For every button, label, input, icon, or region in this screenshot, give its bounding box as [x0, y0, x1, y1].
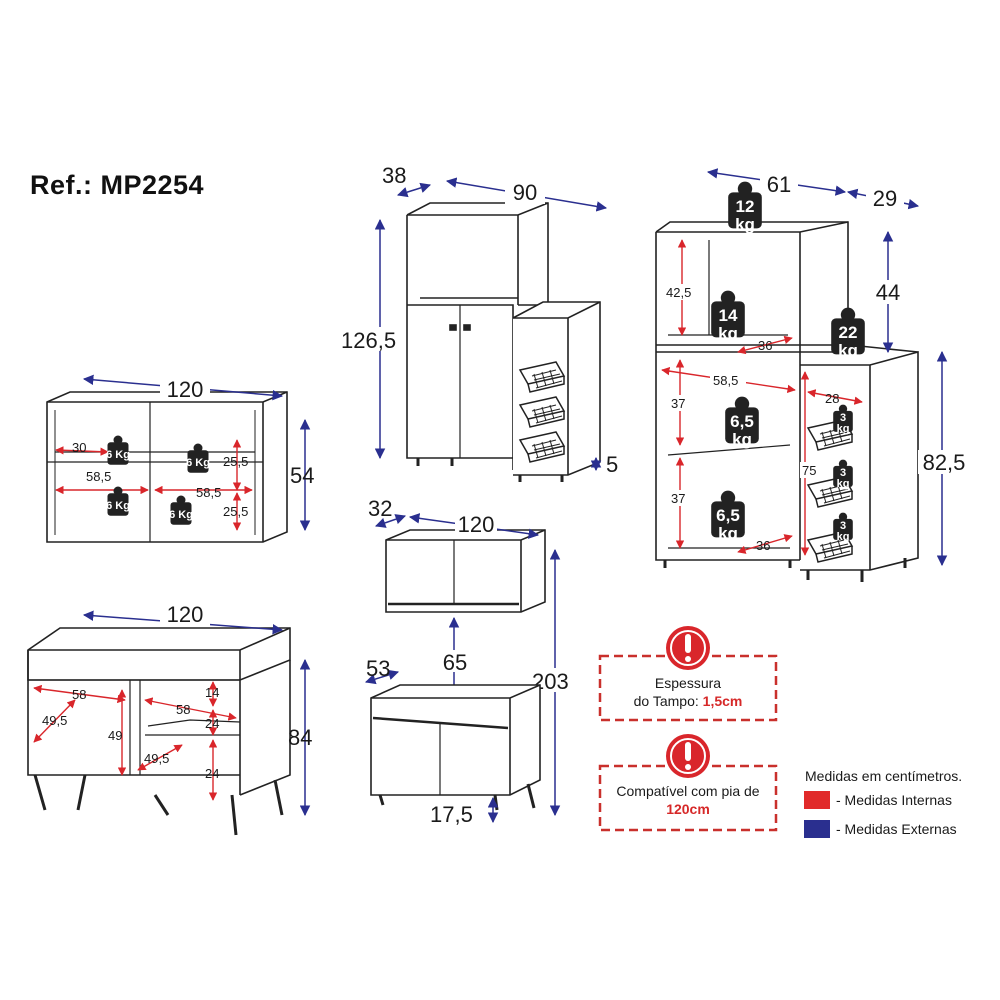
warning-icon [666, 734, 710, 778]
tall-load-side: 22 [839, 323, 858, 342]
legend-internal-swatch [804, 791, 830, 809]
tall-load-low-unit: kg [718, 524, 738, 543]
base-int-w1: 49,5 [42, 713, 67, 728]
tall-load-mid-unit: kg [732, 430, 752, 449]
reference-title: Ref.: MP2254 [30, 170, 205, 200]
tall-unit [655, 221, 919, 582]
sink-cabinet [370, 684, 541, 811]
wall-width: 120 [458, 512, 495, 537]
thickness-line1: Espessura [655, 675, 721, 691]
tall-load-low: 6,5 [716, 506, 740, 525]
base-int-w2: 49,5 [144, 751, 169, 766]
shelf-int-top: 30 [72, 440, 86, 455]
shelf-load-1: 6 Kg [106, 449, 130, 461]
thickness-note: Espessura do Tampo: 1,5cm [598, 626, 778, 722]
basket-load-1-unit: kg [837, 423, 850, 435]
tower-depth: 38 [382, 163, 406, 188]
base-int-h3: 24 [205, 766, 219, 781]
base-int-h1: 14 [205, 685, 219, 700]
warning-icon [666, 626, 710, 670]
thickness-value: 1,5cm [703, 693, 743, 709]
tall-int-basket-h: 75 [802, 463, 816, 478]
base-int-d1: 58 [72, 687, 86, 702]
shelf-int-depth-left: 58,5 [86, 469, 111, 484]
shelf-load-3: 6 Kg [106, 500, 130, 512]
wall-gap: 65 [443, 650, 467, 675]
sink-note: Compatível com pia de 120cm [598, 734, 778, 832]
legend-external: - Medidas Externas [836, 821, 957, 837]
tower-height: 126,5 [341, 328, 396, 353]
shelf-int-h-bottom: 25,5 [223, 504, 248, 519]
shelf-width: 120 [167, 377, 204, 402]
sink-value: 120cm [666, 801, 710, 817]
tall-int-basket-d: 28 [825, 391, 839, 406]
legend-title: Medidas em centímetros. [805, 768, 962, 784]
basket-load-1: 3 [840, 412, 846, 424]
tall-int-mid-h: 37 [671, 396, 685, 411]
sink-depth: 53 [366, 656, 390, 681]
basket-load-3: 3 [840, 520, 846, 532]
basket-load-2: 3 [840, 467, 846, 479]
base-int-d2: 58 [176, 702, 190, 717]
base-width: 120 [167, 602, 204, 627]
tall-int-mid-w: 58,5 [713, 373, 738, 388]
tall-int-top-h: 42,5 [666, 285, 691, 300]
base-int-h2: 24 [205, 716, 219, 731]
tall-height: 82,5 [923, 450, 966, 475]
tall-side-width: 29 [873, 186, 897, 211]
shelf-height: 54 [290, 463, 314, 488]
shelf-load-4: 6 Kg [169, 509, 193, 521]
tall-load-top-unit: kg [735, 215, 755, 234]
tower-width: 90 [513, 180, 537, 205]
legend-internal: - Medidas Internas [836, 792, 952, 808]
tall-int-low-d: 36 [756, 538, 770, 553]
tall-int-top-d: 36 [758, 338, 772, 353]
microwave-tower [406, 202, 601, 482]
tall-load-side-unit: kg [838, 341, 858, 360]
tall-load-top: 12 [736, 197, 755, 216]
basket-load-3-unit: kg [837, 531, 850, 543]
tall-load-mid: 6,5 [730, 412, 754, 431]
shelf-int-h-top: 25,5 [223, 454, 248, 469]
tall-int-low-h: 37 [671, 491, 685, 506]
tall-top-height: 44 [876, 280, 900, 305]
wall-depth: 32 [368, 496, 392, 521]
tower-foot: 5 [606, 452, 618, 477]
basket-load-2-unit: kg [837, 478, 850, 490]
sink-foot: 17,5 [430, 802, 473, 827]
base-height: 84 [288, 725, 312, 750]
shelf-load-2: 6 Kg [186, 457, 210, 469]
tall-load-mid-top-unit: kg [718, 324, 738, 343]
legend: Medidas em centímetros. - Medidas Intern… [804, 768, 962, 838]
base-cabinet [27, 627, 291, 836]
wall-cabinet [385, 529, 546, 613]
base-int-h-left: 49 [108, 728, 122, 743]
shelf-unit [46, 391, 288, 543]
shelf-int-depth-right: 58,5 [196, 485, 221, 500]
tall-width: 61 [767, 172, 791, 197]
tall-load-mid-top: 14 [719, 306, 738, 325]
thickness-line2: do Tampo: [634, 693, 703, 709]
sink-line1: Compatível com pia de [616, 783, 759, 799]
legend-external-swatch [804, 820, 830, 838]
svg-text:do Tampo: 1,5cm: do Tampo: 1,5cm [634, 693, 743, 709]
